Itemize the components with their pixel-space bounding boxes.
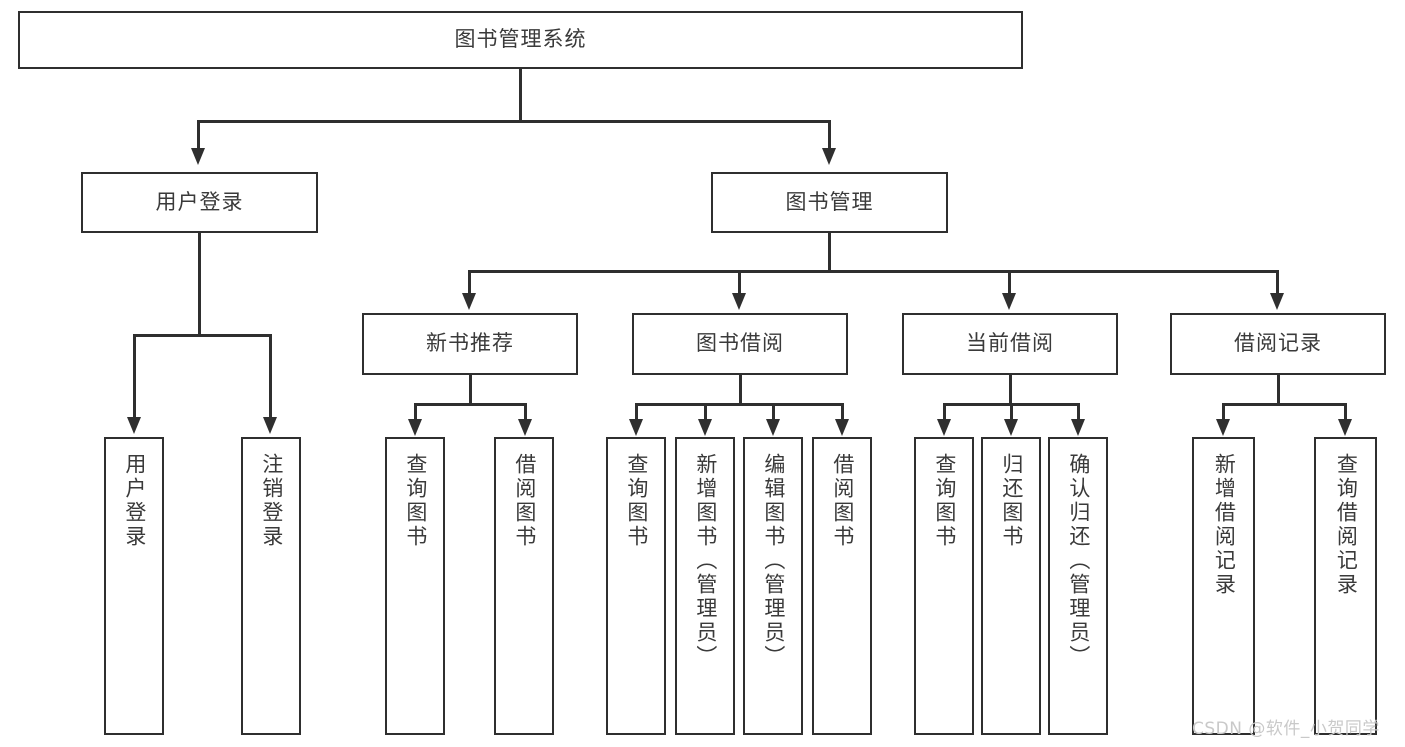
connector-br-to-add: [1222, 403, 1225, 421]
node-leaf-rec-borrow[interactable]: 借阅图书: [494, 437, 554, 735]
node-leaf-bb-edit-label: 编辑图书（管理员）: [761, 453, 786, 669]
node-borrow-record[interactable]: 借阅记录: [1170, 313, 1386, 375]
connector-book-manage-stem: [828, 233, 831, 270]
arrow-bm-to-borrow-record: [1270, 293, 1284, 310]
connector-br-stem: [1277, 375, 1280, 403]
connector-root-to-book-manage: [828, 120, 831, 150]
arrow-cb-to-query: [937, 419, 951, 436]
node-book-manage[interactable]: 图书管理: [711, 172, 948, 233]
node-user-login[interactable]: 用户登录: [81, 172, 318, 233]
node-leaf-bb-add[interactable]: 新增图书（管理员）: [675, 437, 735, 735]
connector-root-stem: [519, 69, 522, 120]
connector-bb-to-edit: [772, 403, 775, 421]
arrow-cb-to-return: [1004, 419, 1018, 436]
connector-bb-bar: [635, 403, 843, 406]
node-book-manage-label: 图书管理: [785, 189, 874, 214]
node-borrow-record-label: 借阅记录: [1234, 331, 1322, 356]
connector-book-manage-bar: [468, 270, 1278, 273]
connector-bb-to-add: [704, 403, 707, 421]
node-leaf-user-login-label: 用户登录: [122, 453, 147, 549]
node-leaf-bb-query[interactable]: 查询图书: [606, 437, 666, 735]
node-leaf-rec-query-label: 查询图书: [403, 453, 428, 549]
node-root[interactable]: 图书管理系统: [18, 11, 1023, 69]
connector-bm-to-borrow-record: [1276, 270, 1279, 295]
connector-bm-to-new-book-rec: [468, 270, 471, 295]
connector-bb-stem: [739, 375, 742, 403]
node-leaf-bb-borrow-label: 借阅图书: [830, 453, 855, 549]
connector-cb-to-return: [1010, 403, 1013, 421]
connector-user-login-stem: [198, 233, 201, 334]
node-leaf-cb-query[interactable]: 查询图书: [914, 437, 974, 735]
arrow-bb-to-edit: [766, 419, 780, 436]
arrow-user-login-to-leaf-logout: [263, 417, 277, 434]
arrow-nbr-to-query: [408, 419, 422, 436]
connector-root-bar: [197, 120, 830, 123]
node-leaf-logout-label: 注销登录: [259, 453, 284, 549]
node-leaf-bb-query-label: 查询图书: [624, 453, 649, 549]
node-leaf-cb-confirm[interactable]: 确认归还（管理员）: [1048, 437, 1108, 735]
connector-nbr-to-borrow: [524, 403, 527, 421]
arrow-br-to-query: [1338, 419, 1352, 436]
node-leaf-logout[interactable]: 注销登录: [241, 437, 301, 735]
node-book-borrow[interactable]: 图书借阅: [632, 313, 848, 375]
arrow-bm-to-book-borrow: [732, 293, 746, 310]
node-leaf-user-login[interactable]: 用户登录: [104, 437, 164, 735]
node-leaf-cb-return[interactable]: 归还图书: [981, 437, 1041, 735]
node-book-borrow-label: 图书借阅: [696, 331, 784, 356]
node-new-book-rec-label: 新书推荐: [426, 331, 514, 356]
node-current-borrow[interactable]: 当前借阅: [902, 313, 1118, 375]
arrow-root-to-user-login: [191, 148, 205, 165]
arrow-bb-to-borrow: [835, 419, 849, 436]
node-current-borrow-label: 当前借阅: [966, 331, 1054, 356]
node-root-label: 图书管理系统: [454, 27, 587, 52]
connector-bb-to-borrow: [841, 403, 844, 421]
connector-cb-to-confirm: [1077, 403, 1080, 421]
connector-nbr-to-query: [414, 403, 417, 421]
csdn-watermark: CSDN @软件_小贺同学: [1192, 719, 1380, 739]
connector-bm-to-book-borrow: [738, 270, 741, 295]
node-leaf-br-query[interactable]: 查询借阅记录: [1314, 437, 1377, 735]
node-leaf-cb-return-label: 归还图书: [999, 453, 1024, 549]
arrow-bb-to-query: [629, 419, 643, 436]
connector-nbr-stem: [469, 375, 472, 403]
connector-br-to-query: [1344, 403, 1347, 421]
node-leaf-rec-query[interactable]: 查询图书: [385, 437, 445, 735]
connector-br-bar: [1222, 403, 1346, 406]
arrow-cb-to-confirm: [1071, 419, 1085, 436]
node-user-login-label: 用户登录: [155, 189, 244, 214]
connector-root-to-user-login: [197, 120, 200, 150]
node-new-book-rec[interactable]: 新书推荐: [362, 313, 578, 375]
node-leaf-bb-add-label: 新增图书（管理员）: [693, 453, 718, 669]
arrow-bb-to-add: [698, 419, 712, 436]
arrow-bm-to-current-borrow: [1002, 293, 1016, 310]
connector-user-login-bar: [133, 334, 271, 337]
connector-nbr-bar: [414, 403, 526, 406]
node-leaf-br-add[interactable]: 新增借阅记录: [1192, 437, 1255, 735]
node-leaf-cb-query-label: 查询图书: [932, 453, 957, 549]
connector-bb-to-query: [635, 403, 638, 421]
node-leaf-br-add-label: 新增借阅记录: [1212, 453, 1237, 597]
arrow-nbr-to-borrow: [518, 419, 532, 436]
connector-cb-stem: [1009, 375, 1012, 403]
arrow-br-to-add: [1216, 419, 1230, 436]
node-leaf-rec-borrow-label: 借阅图书: [512, 453, 537, 549]
node-leaf-cb-confirm-label: 确认归还（管理员）: [1066, 453, 1091, 669]
connector-cb-to-query: [943, 403, 946, 421]
arrow-bm-to-new-book-rec: [462, 293, 476, 310]
connector-user-login-to-leaf-logout: [269, 334, 272, 419]
connector-user-login-to-leaf-login: [133, 334, 136, 419]
node-leaf-bb-borrow[interactable]: 借阅图书: [812, 437, 872, 735]
node-leaf-br-query-label: 查询借阅记录: [1334, 453, 1359, 597]
connector-bm-to-current-borrow: [1008, 270, 1011, 295]
node-leaf-bb-edit[interactable]: 编辑图书（管理员）: [743, 437, 803, 735]
arrow-root-to-book-manage: [822, 148, 836, 165]
arrow-user-login-to-leaf-login: [127, 417, 141, 434]
